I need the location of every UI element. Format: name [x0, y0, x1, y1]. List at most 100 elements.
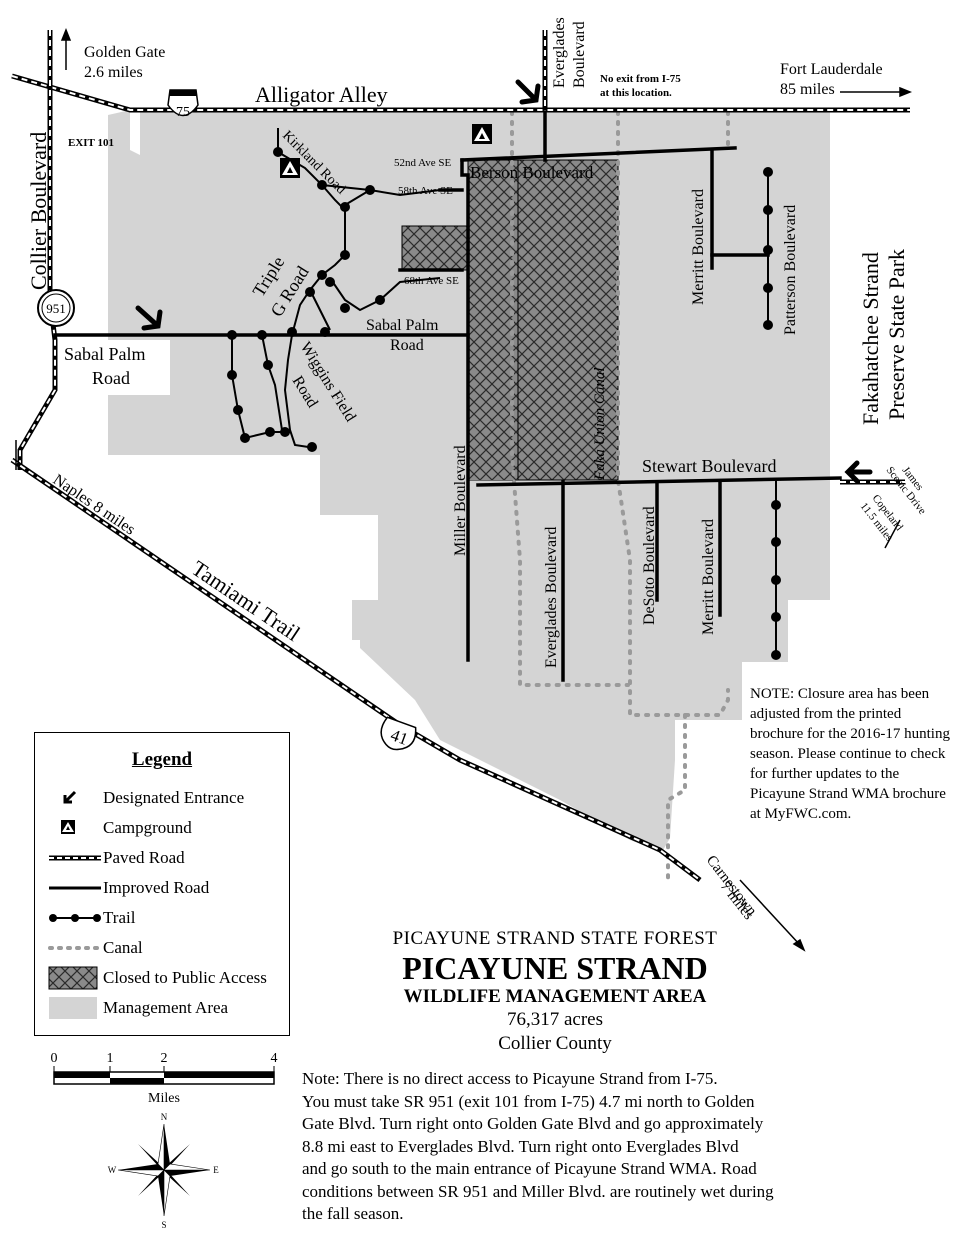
- collier-boulevard-label: Collier Boulevard: [26, 132, 51, 290]
- entrance-arrow: [135, 305, 163, 331]
- legend-label: Trail: [103, 908, 136, 927]
- scale-unit: Miles: [148, 1091, 180, 1106]
- ave-58-label: 58th Ave SE: [398, 185, 453, 197]
- directions-line: and go south to the main entrance of Pic…: [302, 1159, 757, 1178]
- campground-icon: [472, 124, 492, 144]
- directions-line: Note: There is no direct access to Picay…: [302, 1069, 718, 1088]
- fakahatchee-label-1: Fakahatchee Strand: [858, 252, 883, 425]
- shield-951-label: 951: [46, 301, 66, 316]
- management-area-symbol: [49, 997, 97, 1019]
- legend-item-trail: Trail: [47, 905, 135, 931]
- exit-101-label: EXIT 101: [68, 137, 114, 149]
- paved-roads: [10, 30, 910, 882]
- legend-label: Management Area: [103, 998, 229, 1017]
- directions-line: You must take SR 951 (exit 101 from I-75…: [302, 1091, 755, 1111]
- closure-note: NOTE: Closure area has been adjusted fro…: [750, 686, 950, 822]
- directions-line: conditions between SR 951 and Miller Blv…: [302, 1181, 774, 1201]
- legend-label: Canal: [103, 938, 143, 957]
- miller-boulevard-label: Miller Boulevard: [452, 445, 469, 556]
- berson-boulevard-label: Berson Boulevard: [470, 163, 594, 182]
- title-line-1: PICAYUNE STRAND STATE FOREST: [392, 928, 718, 949]
- entrance-arrow: [844, 460, 873, 484]
- closed-area-south: [468, 270, 518, 480]
- legend-item-entrance: Designated Entrance: [47, 785, 244, 811]
- legend-label: Designated Entrance: [103, 788, 245, 807]
- desoto-boulevard-label: DeSoto Boulevard: [641, 506, 658, 625]
- trail-symbol: [49, 914, 101, 922]
- everglades-top-label-2: Boulevard: [571, 21, 588, 88]
- paved-road-symbol: [49, 855, 101, 861]
- map-title-block: PICAYUNE STRAND STATE FOREST PICAYUNE ST…: [300, 928, 810, 1056]
- no-exit-label-1: No exit from I-75: [600, 73, 681, 85]
- closed-area-symbol: [48, 966, 98, 990]
- compass-s: S: [161, 1220, 166, 1230]
- merritt-boulevard-north-label: Merritt Boulevard: [690, 189, 707, 305]
- directions-line: Gate Blvd. Turn right onto Golden Gate B…: [302, 1114, 764, 1133]
- directions-line: the fall season.: [302, 1204, 404, 1223]
- us-41-shield: 41: [380, 716, 417, 751]
- legend-item-improved-road: Improved Road: [47, 875, 209, 901]
- scale-tick-2: 2: [161, 1051, 168, 1066]
- direction-arrows: [15, 27, 913, 952]
- compass-n: N: [161, 1112, 168, 1122]
- ave-68-label: 68th Ave SE: [404, 275, 459, 287]
- fakahatchee-label-2: Preserve State Park: [884, 249, 909, 420]
- sabal-palm-east-label-1: Sabal Palm: [366, 317, 439, 334]
- golden-gate-label-1: Golden Gate: [84, 44, 165, 61]
- campground-icon: [280, 158, 300, 178]
- title-line-3: WILDLIFE MANAGEMENT AREA: [403, 986, 707, 1007]
- improved-road-symbol: [49, 886, 101, 890]
- legend-item-canal: Canal: [47, 935, 143, 961]
- no-exit-label-2: at this location.: [600, 87, 672, 99]
- title-line-5: Collier County: [498, 1033, 612, 1054]
- merritt-boulevard-south-label: Merritt Boulevard: [700, 519, 717, 635]
- ave-52-label: 52nd Ave SE: [394, 157, 452, 169]
- legend-label: Campground: [103, 818, 192, 837]
- legend-title: Legend: [131, 749, 193, 770]
- fort-lauderdale-label-2: 85 miles: [780, 81, 835, 98]
- compass-e: E: [213, 1165, 219, 1175]
- scale-tick-0: 0: [51, 1051, 58, 1066]
- legend-label: Closed to Public Access: [103, 968, 267, 987]
- campground-icon: [61, 820, 75, 834]
- legend-item-management-area: Management Area: [47, 995, 228, 1021]
- patterson-boulevard-label: Patterson Boulevard: [782, 205, 799, 335]
- canals: [510, 110, 730, 882]
- sabal-palm-west-label-1: Sabal Palm: [64, 344, 146, 364]
- naples-label: Naples 8 miles: [50, 471, 138, 538]
- title-line-4: 76,317 acres: [506, 1009, 604, 1030]
- scale-bar: 0 1 2 4 Miles N S E W: [51, 1051, 278, 1230]
- tamiami-trail-label: Tamiami Trail: [187, 555, 305, 646]
- alligator-alley-label: Alligator Alley: [255, 82, 388, 107]
- title-line-2: PICAYUNE STRAND: [402, 950, 708, 986]
- sabal-palm-west-label-2: Road: [92, 368, 130, 388]
- compass-rose: N S E W: [108, 1112, 220, 1230]
- sabal-palm-east-label-2: Road: [390, 337, 424, 354]
- scale-tick-4: 4: [271, 1051, 278, 1066]
- canal-symbol: [48, 946, 102, 950]
- interstate-number: 75: [176, 105, 190, 120]
- trail-dots: [227, 147, 781, 660]
- directions-line: 8.8 mi east to Everglades Blvd. Turn rig…: [302, 1136, 739, 1156]
- entrance-arrow: [515, 79, 541, 105]
- interstate-word: INTERSTATE: [171, 91, 195, 96]
- stewart-boulevard-label: Stewart Boulevard: [642, 456, 776, 476]
- legend-label: Improved Road: [103, 878, 210, 897]
- everglades-top-label-1: Everglades: [551, 17, 568, 88]
- legend-label: Paved Road: [103, 848, 185, 867]
- shield-41-label: 41: [388, 725, 410, 749]
- golden-gate-label-2: 2.6 miles: [84, 64, 143, 81]
- everglades-south-label: Everglades Boulevard: [543, 527, 560, 668]
- white-bay: [108, 340, 170, 395]
- fort-lauderdale-label-1: Fort Lauderdale: [780, 61, 883, 78]
- closed-area-west: [401, 225, 469, 271]
- closed-area-strip: [517, 159, 619, 481]
- legend-item-campground: Campground: [47, 815, 192, 841]
- faka-union-canal-label: Faka Union Canal: [592, 368, 608, 482]
- legend: Legend Designated Entrance Campground Pa…: [34, 732, 290, 1036]
- legend-item-closed-area: Closed to Public Access: [47, 965, 267, 991]
- directions-note: Note: There is no direct access to Picay…: [302, 1068, 892, 1226]
- scale-tick-1: 1: [107, 1051, 114, 1066]
- sr-951-shield: 951: [37, 289, 75, 327]
